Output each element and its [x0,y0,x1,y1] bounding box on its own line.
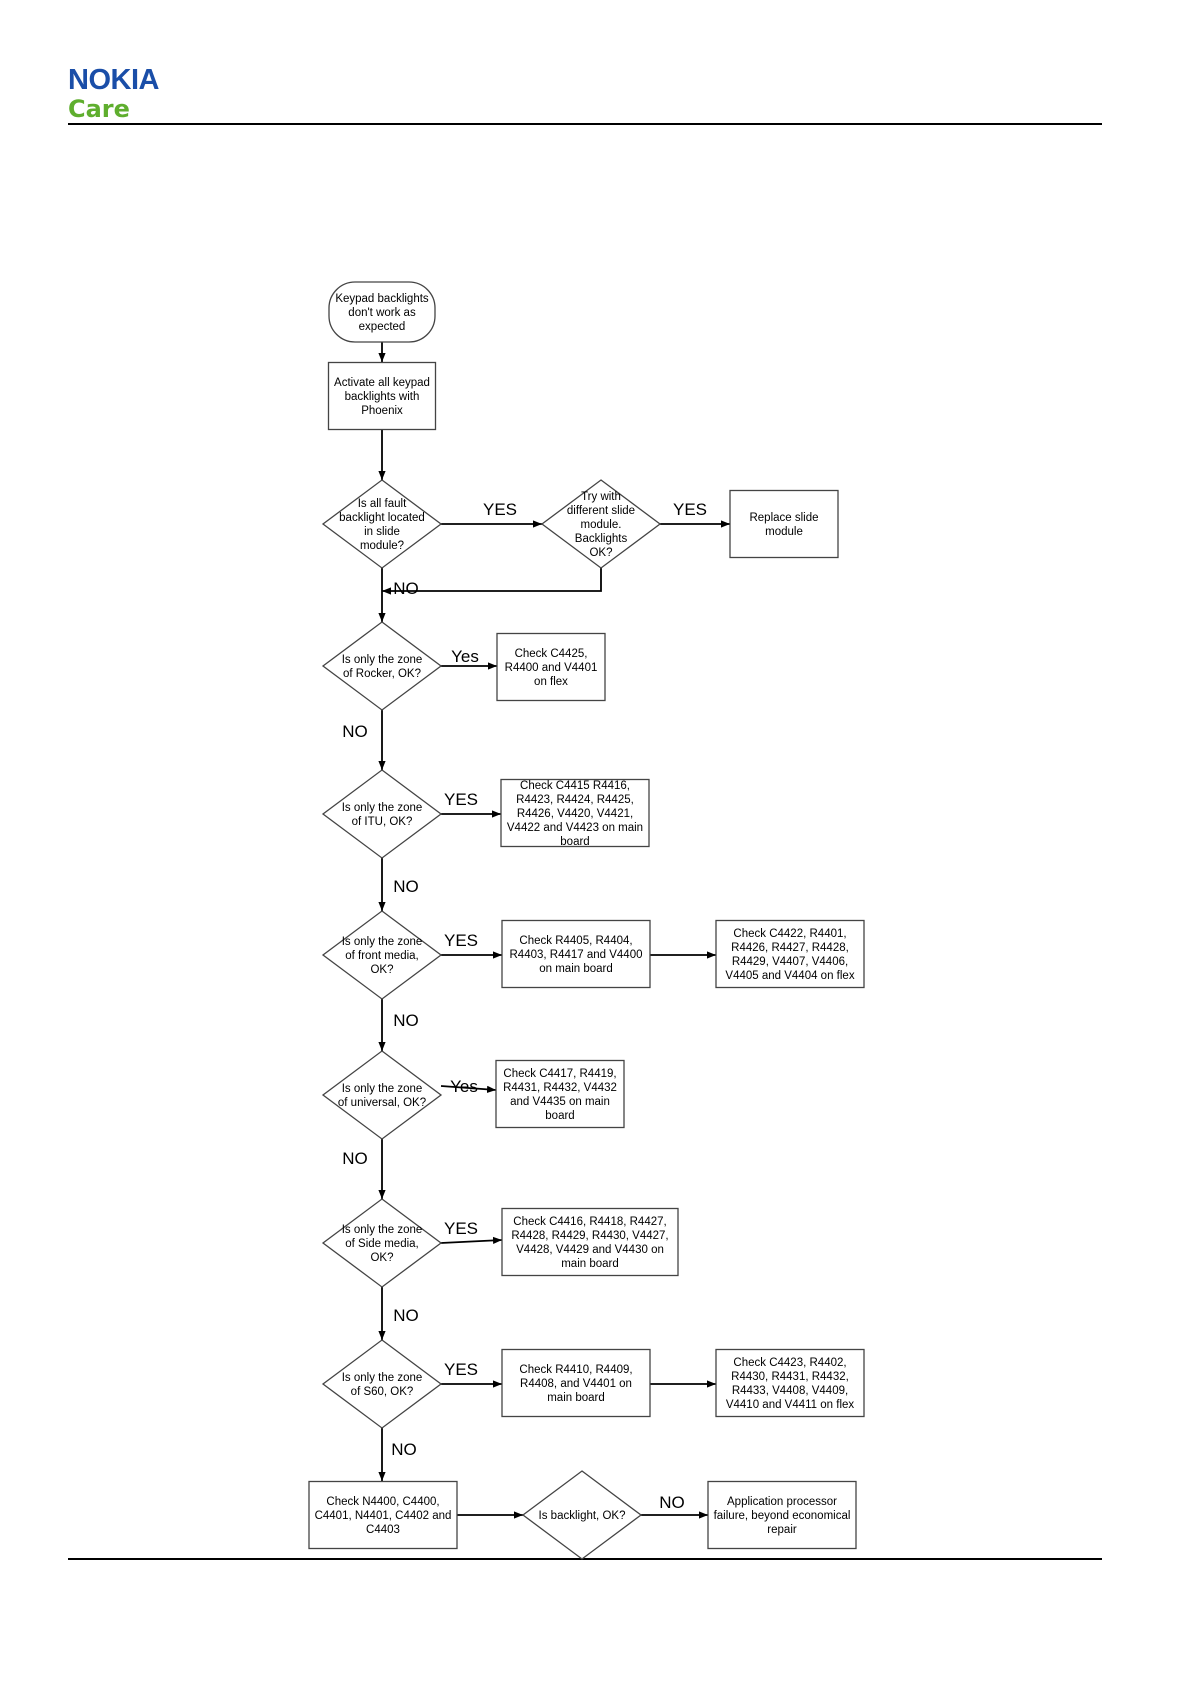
node-text: Check C4416, R4418, R4427,R4428, R4429, … [511,1216,668,1270]
edge-label-front-no: NO [393,1011,419,1030]
edge-label-s60-yes: YES [444,1360,478,1379]
edge-univ-yes [440,1085,497,1093]
edge-label-try-no: NO [393,579,419,598]
edge-try-no [382,568,602,595]
edge-label-univ-yes: Yes [450,1077,478,1096]
node-text: Check R4405, R4404,R4403, R4417 and V440… [510,935,643,975]
edge-label-final-no: NO [659,1493,685,1512]
nokia-care-logo: NOKIA Care [68,66,159,124]
node-c-s60b: Check C4423, R4402,R4430, R4431, R4432,R… [715,1348,865,1418]
node-c-final: Check N4400, C4400,C4401, N4401, C4402 a… [308,1480,458,1550]
node-q-final: Is backlight, OK? [521,1470,643,1560]
node-text: Is backlight, OK? [539,1510,626,1522]
edge-label-side-no: NO [393,1306,419,1325]
flowchart-edges [378,342,730,1519]
edge-label-itu-no: NO [393,877,419,896]
edge-label-itu-yes: YES [444,790,478,809]
edge-label-side-yes: YES [444,1219,478,1238]
edge-label-slide-yes: YES [483,500,517,519]
edge-side-yes [440,1236,503,1245]
edge-label-univ-no: NO [342,1149,368,1168]
logo-word: NOKIA [68,64,159,96]
node-c-itu: Check C4415 R4416,R4423, R4424, R4425,R4… [500,778,650,848]
node-text: Check C4422, R4401,R4426, R4427, R4428,R… [725,928,854,982]
logo-sub: Care [68,95,130,123]
node-text: Check C4423, R4402,R4430, R4431, R4432,R… [726,1357,855,1411]
node-c-side: Check C4416, R4418, R4427,R4428, R4429, … [501,1207,679,1277]
node-c-front1: Check R4405, R4404,R4403, R4417 and V440… [501,919,651,989]
node-text: Check N4400, C4400,C4401, N4401, C4402 a… [315,1496,452,1536]
node-text: Check C4415 R4416,R4423, R4424, R4425,R4… [507,780,643,848]
edge-label-rocker-no: NO [342,722,368,741]
footer-rule [68,1558,1102,1560]
edge-label-try-yes: YES [673,500,707,519]
edge-label-s60-no: NO [391,1440,417,1459]
edge-label-front-yes: YES [444,931,478,950]
edge-label-rocker-yes: Yes [451,647,479,666]
header-rule [68,123,1102,125]
node-c-front2: Check C4422, R4401,R4426, R4427, R4428,R… [715,919,865,989]
